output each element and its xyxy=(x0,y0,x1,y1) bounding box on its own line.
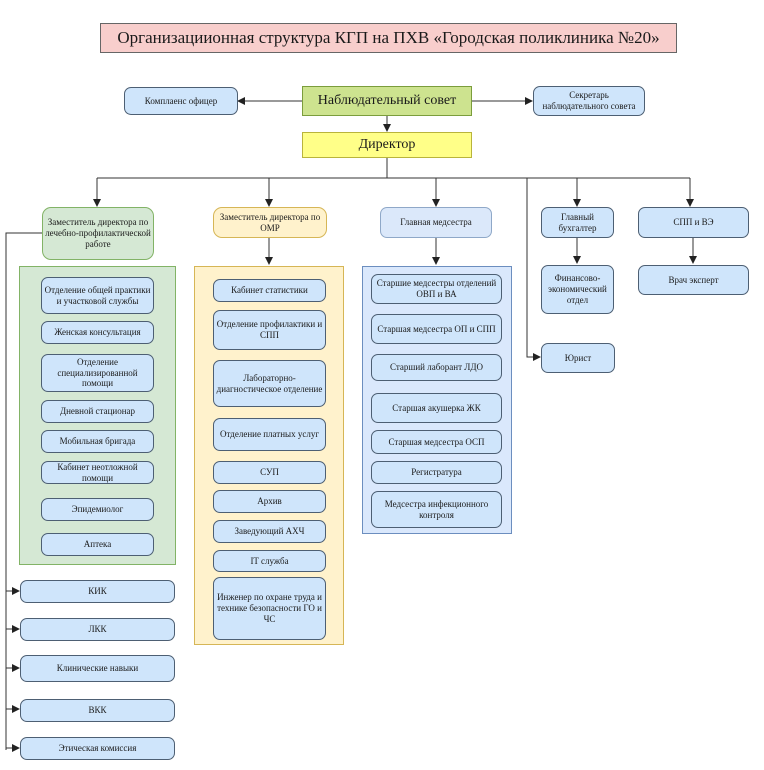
node-lawyer[interactable]: Юрист xyxy=(541,343,615,373)
unit-senior-lab-ldo[interactable]: Старший лаборант ЛДО xyxy=(371,354,502,381)
node-board-secretary[interactable]: Секретарь наблюдательного совета xyxy=(533,86,645,116)
unit-expert-doctor[interactable]: Врач эксперт xyxy=(638,265,749,295)
node-compliance-officer[interactable]: Комплаенс офицер xyxy=(124,87,238,115)
unit-senior-nurses-ovp[interactable]: Старшие медсестры отделений ОВП и ВА xyxy=(371,274,502,304)
committee-vkk[interactable]: ВКК xyxy=(20,699,175,722)
unit-infection-control[interactable]: Медсестра инфекционного контроля xyxy=(371,491,502,528)
unit-archive[interactable]: Архив xyxy=(213,490,326,513)
edge-bus-lawyer xyxy=(526,178,540,358)
unit-finance-department[interactable]: Финансово-экономический отдел xyxy=(541,265,614,314)
node-spp-ve[interactable]: СПП и ВЭ xyxy=(638,207,749,238)
unit-it-service[interactable]: IT служба xyxy=(213,550,326,572)
node-deputy-medical[interactable]: Заместитель директора по лечебно-профила… xyxy=(42,207,154,260)
unit-ahch-head[interactable]: Заведующий АХЧ xyxy=(213,520,326,543)
unit-senior-nurse-osp[interactable]: Старшая медсестра ОСП xyxy=(371,430,502,454)
unit-paid-services[interactable]: Отделение платных услуг xyxy=(213,418,326,451)
node-deputy-omr[interactable]: Заместитель директора по ОМР xyxy=(213,207,327,238)
unit-day-hospital[interactable]: Дневной стационар xyxy=(41,400,154,423)
unit-epidemiologist[interactable]: Эпидемиолог xyxy=(41,498,154,521)
unit-statistics[interactable]: Кабинет статистики xyxy=(213,279,326,302)
unit-specialized-care[interactable]: Отделение специализированной помощи xyxy=(41,354,154,392)
committee-lkk[interactable]: ЛКК xyxy=(20,618,175,641)
edge-medical-committees xyxy=(5,232,42,750)
committee-kik[interactable]: КИК xyxy=(20,580,175,603)
chart-title: Организациионная структура КГП на ПХВ «Г… xyxy=(100,23,677,53)
unit-sup[interactable]: СУП xyxy=(213,461,326,484)
unit-registry[interactable]: Регистратура xyxy=(371,461,502,484)
node-head-nurse[interactable]: Главная медсестра xyxy=(380,207,492,238)
node-supervisory-board[interactable]: Наблюдательный совет xyxy=(302,86,472,116)
unit-senior-midwife[interactable]: Старшая акушерка ЖК xyxy=(371,393,502,423)
unit-emergency-room[interactable]: Кабинет неотложной помощи xyxy=(41,461,154,484)
unit-pharmacy[interactable]: Аптека xyxy=(41,533,154,556)
unit-general-practice[interactable]: Отделение общей практики и участковой сл… xyxy=(41,277,154,314)
unit-mobile-team[interactable]: Мобильная бригада xyxy=(41,430,154,453)
unit-senior-nurse-op[interactable]: Старшая медсестра ОП и СПП xyxy=(371,314,502,344)
unit-safety-engineer[interactable]: Инженер по охране труда и технике безопа… xyxy=(213,577,326,640)
node-chief-accountant[interactable]: Главный бухгалтер xyxy=(541,207,614,238)
committee-ethics[interactable]: Этическая комиссия xyxy=(20,737,175,760)
unit-prevention[interactable]: Отделение профилактики и СПП xyxy=(213,310,326,350)
node-director[interactable]: Директор xyxy=(302,132,472,158)
unit-laboratory[interactable]: Лабораторно-диагностическое отделение xyxy=(213,360,326,407)
committee-clinical-skills[interactable]: Клинические навыки xyxy=(20,655,175,682)
unit-womens-consultation[interactable]: Женская консультация xyxy=(41,321,154,344)
